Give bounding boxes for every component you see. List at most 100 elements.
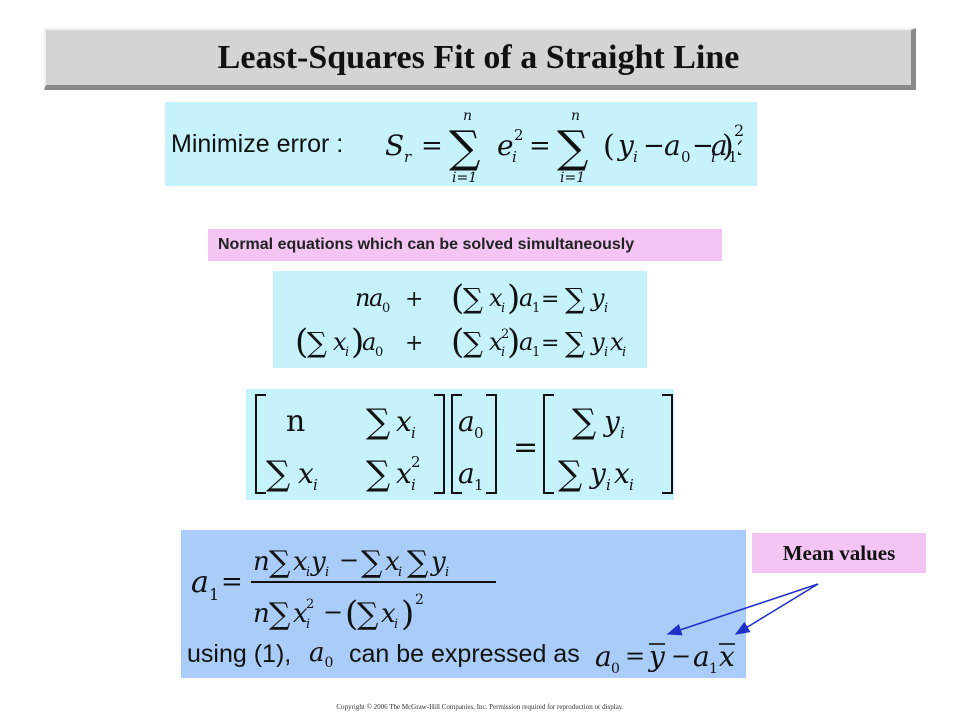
svg-text:−: − [323,598,343,626]
sum-1-sigma: ∑ [449,122,480,173]
svg-text:a: a [519,328,533,356]
svg-text:0: 0 [375,345,383,360]
svg-text:i: i [501,345,505,360]
sum-2-bottom: i=1 [560,170,585,186]
r-subscript: r [404,148,412,166]
svg-text:x: x [293,547,308,577]
can-be-expressed-text: can be expressed as [349,640,580,668]
normal-equations-panel: n a 0 + ( ∑ x i ) a 1 = ∑ y i ( ∑ x i ) … [273,271,647,368]
svg-text:∑: ∑ [463,326,483,359]
open-paren: ( [603,129,615,164]
svg-text:−: − [339,546,359,574]
matrix-equation: n ∑ x i ∑ x i ∑ x i 2 a 0 a 1 = ∑ y i ∑ … [255,394,673,494]
svg-text:=: = [513,430,538,465]
matrix-panel: n ∑ x i ∑ x i ∑ x i 2 a 0 a 1 = ∑ y i ∑ … [246,389,674,500]
svg-text:a: a [458,405,475,438]
svg-text:∑: ∑ [266,454,290,494]
a0-inline: a0 [309,638,334,672]
arrow-to-xbar [734,583,819,635]
svg-text:=: = [541,331,559,356]
s-symbol: S [385,129,404,162]
svg-text:+: + [405,331,423,356]
outer-square: 2 [734,121,744,140]
svg-text:x: x [489,284,503,312]
svg-text:∑: ∑ [565,326,585,359]
svg-text:i: i [306,565,310,580]
svg-text:∑: ∑ [558,454,582,494]
minimize-error-formula: S r = n ∑ i=1 e i 2 = n ∑ i=1 ( y i − a … [385,108,738,186]
svg-text:x: x [614,457,630,490]
a1-subscript: 1 [728,148,738,166]
y-symbol: y [616,129,635,162]
svg-text:x: x [489,328,503,356]
close-paren: ) [722,129,734,164]
y-subscript: i [633,148,638,166]
svg-text:∑: ∑ [572,402,596,442]
svg-text:i: i [398,565,402,580]
sum-1-bottom: i=1 [452,170,477,186]
svg-text:y: y [590,284,605,312]
svg-text:x: x [396,405,412,438]
svg-text:∑: ∑ [565,282,585,315]
svg-text:+: + [405,287,423,312]
title-bar: Least-Squares Fit of a Straight Line [44,28,916,90]
svg-text:∑: ∑ [361,545,383,580]
svg-text:i: i [306,617,310,632]
arrow-to-ybar [666,583,819,636]
svg-text:x: x [396,457,412,490]
e-squared: 2 [514,126,524,144]
svg-text:i: i [606,476,611,494]
svg-text:0: 0 [474,424,484,442]
svg-text:a: a [369,284,383,312]
svg-text:i: i [325,565,329,580]
e-symbol: e [497,129,514,162]
svg-text:): ) [507,322,520,362]
svg-text:i: i [411,424,416,442]
svg-text:x: x [719,640,735,673]
svg-text:1: 1 [474,476,484,494]
svg-text:x: x [298,457,314,490]
svg-text:1: 1 [532,301,540,316]
normal-equations: n a 0 + ( ∑ x i ) a 1 = ∑ y i ( ∑ x i ) … [295,278,626,362]
svg-text:i: i [411,476,416,494]
using-text: using (1), [187,640,292,668]
svg-text:i: i [604,345,608,360]
svg-text:i: i [313,476,318,494]
svg-text:x: x [293,599,308,629]
equals-1: = [421,131,443,161]
svg-text:(: ( [451,322,464,362]
x-subscript: i [711,148,716,166]
svg-text:x: x [738,129,743,162]
svg-text:y: y [590,328,605,356]
svg-text:n: n [253,547,270,577]
svg-text:i: i [620,424,625,442]
svg-text:n: n [253,599,270,629]
svg-text:y: y [588,457,607,490]
sum-2-sigma: ∑ [557,122,588,173]
svg-text:y: y [310,547,326,577]
sum-2-top: n [571,108,580,124]
minimize-error-close: i ) 2 [711,121,744,166]
a1-formula: a 1 = n ∑ x i y i − ∑ x i ∑ y i n ∑ x i … [191,545,496,634]
svg-text:∑: ∑ [407,545,429,580]
a1-symbol: a [711,129,728,162]
svg-text:=: = [541,287,559,312]
svg-text:∑: ∑ [269,545,291,580]
svg-text:0: 0 [382,301,390,316]
svg-text:∑: ∑ [357,597,379,632]
mean-values-label: Mean values [752,533,926,573]
svg-text:x: x [333,328,347,356]
svg-text:x: x [385,547,400,577]
svg-text:a: a [458,457,475,490]
a0-subscript: 0 [681,148,691,166]
svg-text:∑: ∑ [366,402,390,442]
svg-text:0: 0 [611,661,620,677]
svg-text:): ) [401,594,414,634]
svg-text:i: i [345,345,349,360]
equals-2: = [529,131,551,161]
svg-text:(: ( [451,278,464,318]
svg-text:x: x [610,328,624,356]
svg-text:−: − [671,642,691,670]
copyright-notice: Copyright © 2006 The McGraw-Hill Compani… [336,703,624,711]
